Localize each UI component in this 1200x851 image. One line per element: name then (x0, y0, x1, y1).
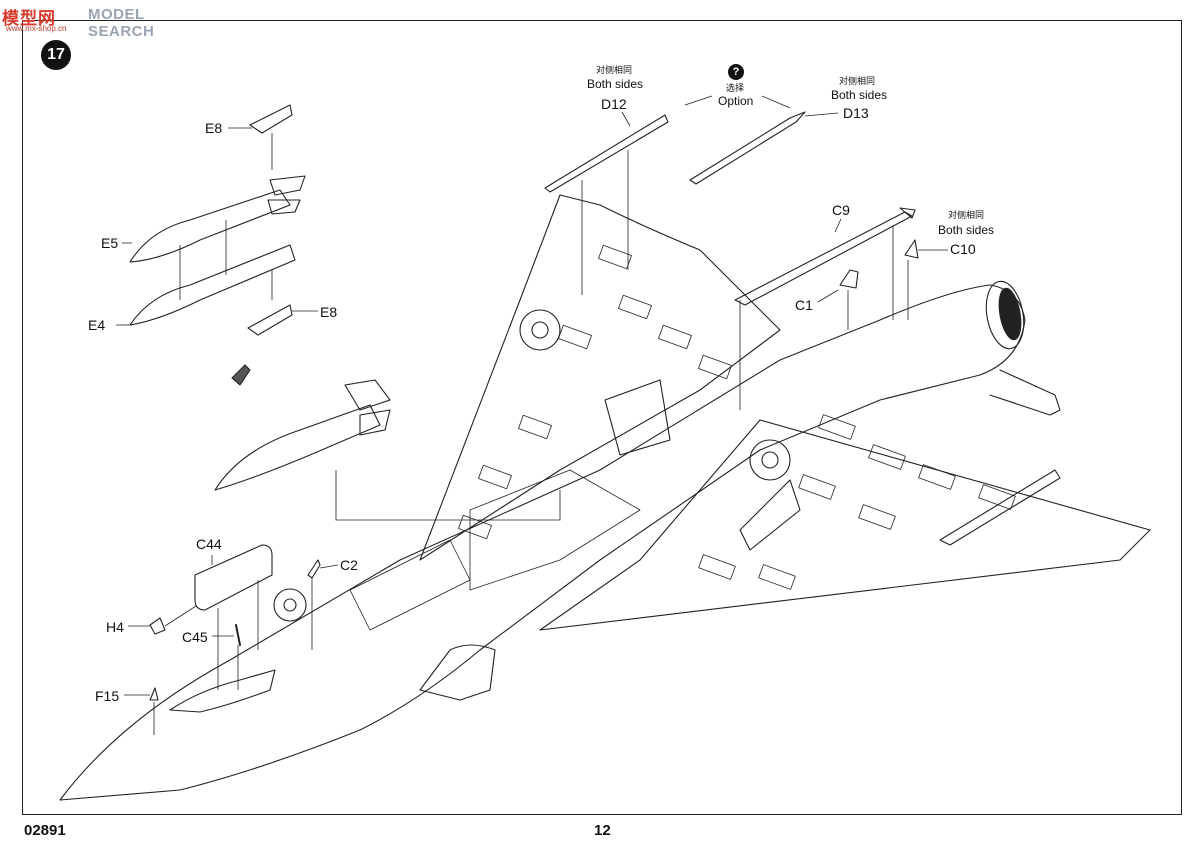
product-code: 02891 (24, 822, 66, 839)
part-d13 (689, 111, 806, 185)
watermark-url: www.mx-shop.cn (6, 24, 67, 33)
c10-both-sides: Both sides (938, 223, 995, 237)
watermark-logo: 模型网 (2, 9, 56, 29)
part-c44 (194, 544, 273, 611)
option-label: Option (718, 94, 754, 108)
part-f15 (149, 687, 159, 701)
d13-both-sides: Both sides (831, 88, 888, 102)
part-c2 (307, 559, 321, 579)
label-c1: C1 (795, 297, 813, 313)
part-h4 (149, 617, 166, 635)
d13-both-sides-cn: 对侧相同 (839, 77, 876, 87)
label-e8-top: E8 (205, 120, 223, 136)
question-icon: ? (728, 64, 744, 80)
main-wheel-right (749, 439, 791, 481)
label-d13: D13 (843, 105, 869, 121)
label-c10: C10 (950, 241, 976, 257)
page-number: 12 (594, 822, 611, 839)
label-c44: C44 (196, 536, 222, 552)
nose-wheel (273, 588, 307, 622)
step-badge-icon: 17 (41, 40, 71, 70)
part-c1 (839, 269, 859, 289)
c10-both-sides-cn: 对侧相同 (948, 211, 985, 221)
engine-nozzle (985, 280, 1025, 350)
part-e8-top (249, 104, 293, 134)
label-d12: D12 (601, 96, 627, 112)
watermark-text: MODEL SEARCH (88, 6, 155, 40)
label-f15: F15 (95, 688, 120, 704)
air-intake (419, 644, 496, 701)
label-c2: C2 (340, 557, 358, 573)
watermark: 模型网 MODEL SEARCH www.mx-shop.cn (2, 2, 172, 40)
tail-fin (989, 369, 1061, 416)
part-c10 (904, 239, 919, 259)
main-wheel-left (519, 309, 561, 351)
missile-assembled (214, 404, 381, 491)
cockpit (169, 669, 276, 713)
part-e8-bottom (247, 304, 293, 336)
part-d12 (544, 114, 669, 193)
page-frame (22, 20, 1182, 815)
label-c9: C9 (832, 202, 850, 218)
part-c9 (734, 211, 913, 306)
missile-e5 (129, 189, 291, 263)
option-cn: 选择 (726, 84, 745, 94)
missile-e4 (129, 244, 296, 326)
d12-both-sides: Both sides (587, 77, 644, 91)
right-wing (539, 419, 1151, 631)
d12-both-sides-cn: 对侧相同 (596, 66, 633, 76)
label-e4: E4 (88, 317, 106, 333)
label-c45: C45 (182, 629, 208, 645)
label-e8-bottom: E8 (320, 304, 338, 320)
label-h4: H4 (106, 619, 124, 635)
part-c45 (235, 624, 241, 646)
left-wing (419, 194, 781, 561)
label-e5: E5 (101, 235, 119, 251)
